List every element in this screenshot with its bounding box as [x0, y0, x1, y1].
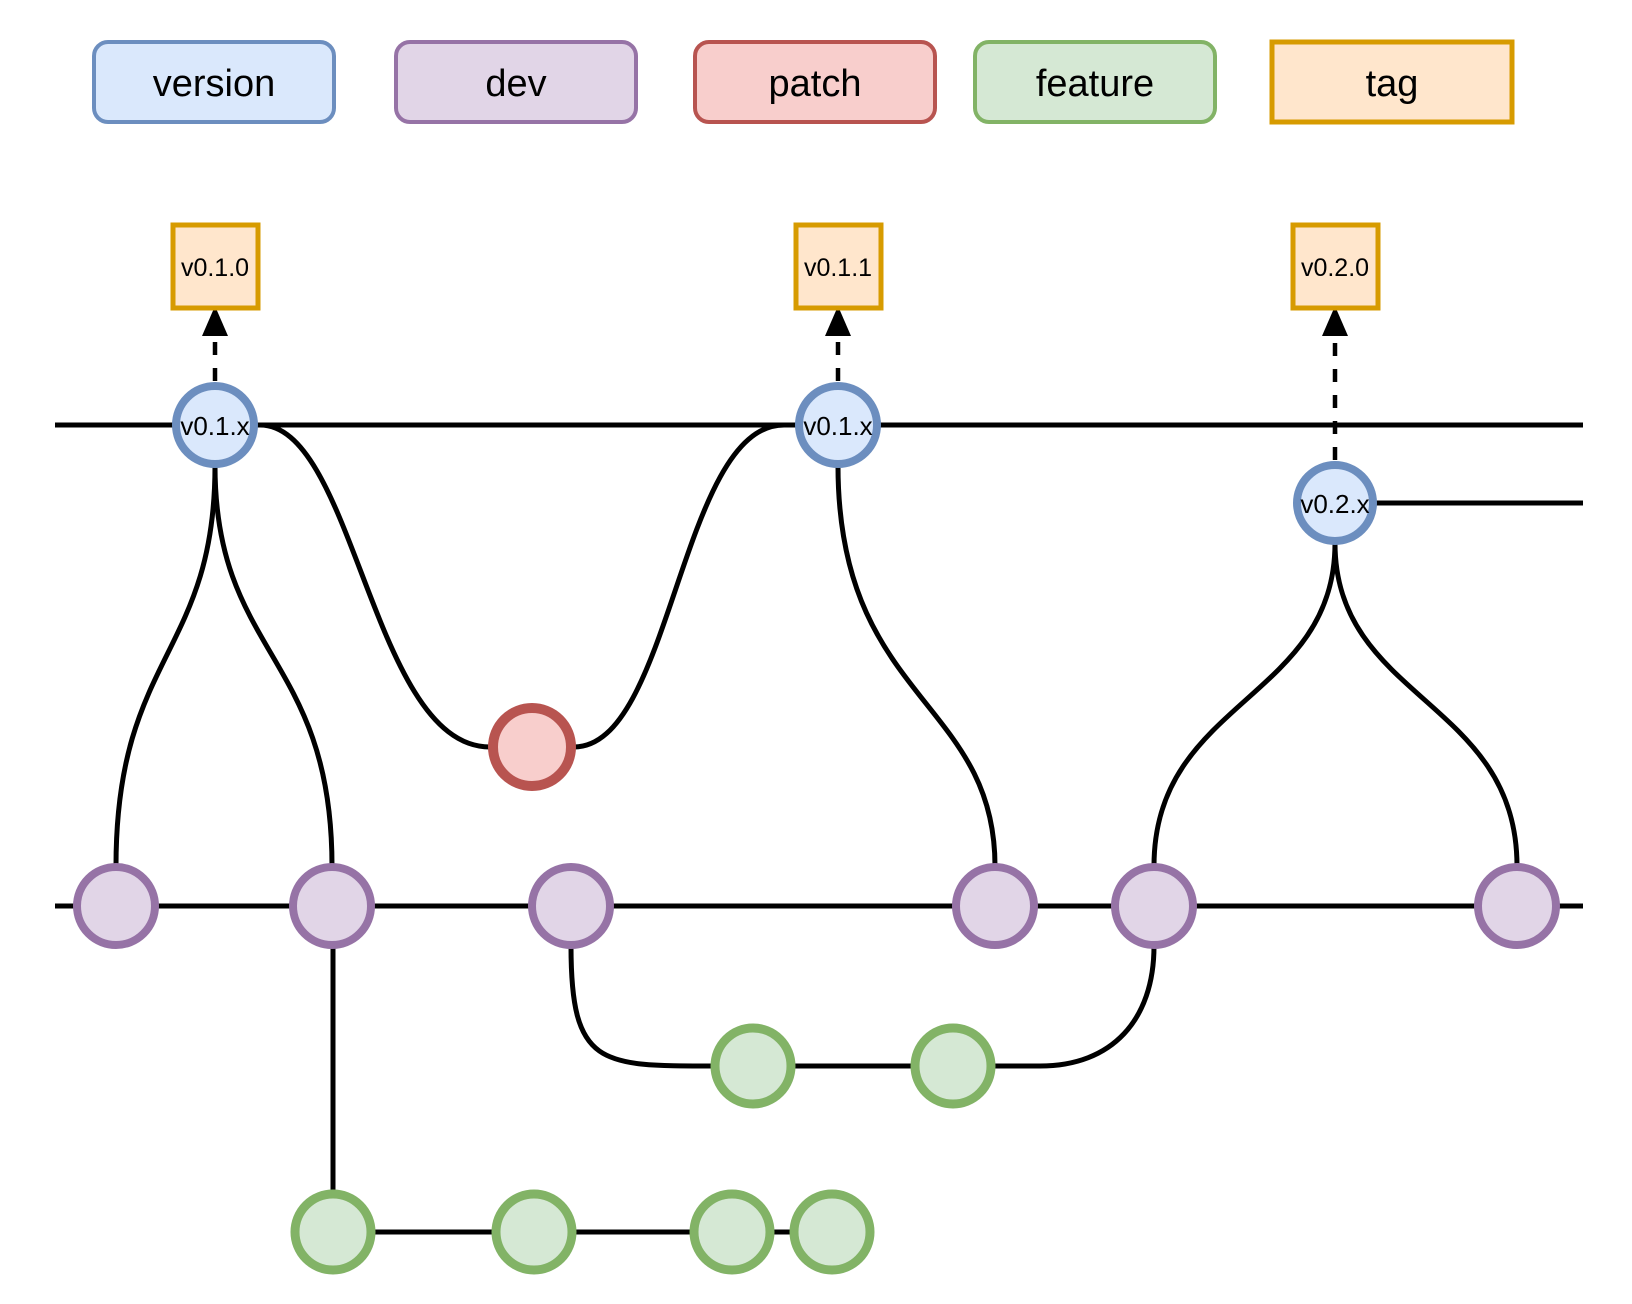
tag-box-v011: [793, 222, 884, 311]
version-node-v01x-1: [172, 382, 258, 468]
legend-label-tag: tag: [1366, 63, 1419, 105]
merge-version2-to-dev4-curve: [835, 465, 998, 867]
tag-arrows: [202, 306, 1348, 460]
version-node-label-1: v0.1.x: [180, 411, 249, 441]
tag-arrow-v011-arrowhead-icon: [825, 306, 851, 336]
legend-box-tag: [1269, 39, 1515, 125]
version-node-label-2: v0.1.x: [803, 411, 872, 441]
legend-label-dev: dev: [485, 63, 546, 105]
dev-commit-node-5: [1111, 863, 1197, 949]
tag-labels: v0.1.0 v0.1.1 v0.2.0: [181, 254, 1369, 282]
fork-version1-to-dev2-curve: [212, 465, 335, 867]
legend-box-dev: [394, 40, 638, 124]
version-commit-nodes: [172, 382, 1377, 545]
merge-dev6-to-v02-curve: [1332, 542, 1520, 867]
dev-commit-nodes: [73, 863, 1560, 949]
tag-boxes: [170, 222, 1381, 311]
legend-item-tag: [1269, 39, 1515, 125]
edges: [55, 422, 1583, 1235]
legend-label-feature: feature: [1036, 63, 1154, 105]
version-node-v02x: [1293, 461, 1377, 545]
legend-box-feature: [973, 40, 1217, 124]
tag-arrow-v020-arrowhead-icon: [1322, 306, 1348, 336]
legend-label-version: version: [153, 63, 276, 105]
dev-commit-node-1: [73, 863, 159, 949]
tag-box-v020: [1290, 222, 1381, 311]
legend-item-feature: [973, 40, 1217, 124]
legend-item-dev: [394, 40, 638, 124]
patch-commit-node: [488, 703, 576, 791]
dev-commit-node-6: [1474, 863, 1560, 949]
tag-label-v020: v0.2.0: [1301, 254, 1369, 282]
legend-label-patch: patch: [769, 63, 862, 105]
legend-item-patch: [693, 40, 937, 124]
feature-mid-branch-curve: [568, 945, 1157, 1069]
merge-dev5-to-v02-curve: [1151, 542, 1338, 867]
legend-item-version: [92, 40, 336, 124]
version-node-labels: v0.1.x v0.1.x v0.2.x: [180, 411, 1369, 519]
version-node-v01x-2: [795, 382, 881, 468]
feature-commit-nodes: [290, 1023, 996, 1275]
dev-commit-node-2: [289, 863, 375, 949]
feature-bottom-commit-node-2: [491, 1189, 577, 1275]
tag-label-v011: v0.1.1: [804, 254, 872, 282]
feature-bottom-commit-node-4: [789, 1189, 875, 1275]
fork-version1-to-dev1-curve: [113, 465, 218, 867]
patch-commit-nodes: [488, 703, 576, 791]
feature-bottom-commit-node-1: [290, 1189, 376, 1275]
tag-label-v010: v0.1.0: [181, 254, 249, 282]
feature-bottom-commit-node-3: [689, 1189, 775, 1275]
legend: version dev patch feature tag: [92, 39, 1515, 125]
version-node-label-3: v0.2.x: [1300, 489, 1369, 519]
tag-arrow-v010-arrowhead-icon: [202, 306, 228, 336]
dev-commit-node-4: [952, 863, 1038, 949]
legend-box-patch: [693, 40, 937, 124]
feature-mid-commit-node-2: [910, 1023, 996, 1109]
dev-commit-node-3: [528, 863, 614, 949]
feature-mid-commit-node-1: [710, 1023, 796, 1109]
tag-box-v010: [170, 222, 261, 311]
legend-box-version: [92, 40, 336, 124]
patch-branch-out-curve: [259, 422, 491, 750]
patch-merge-in-curve: [573, 422, 785, 750]
